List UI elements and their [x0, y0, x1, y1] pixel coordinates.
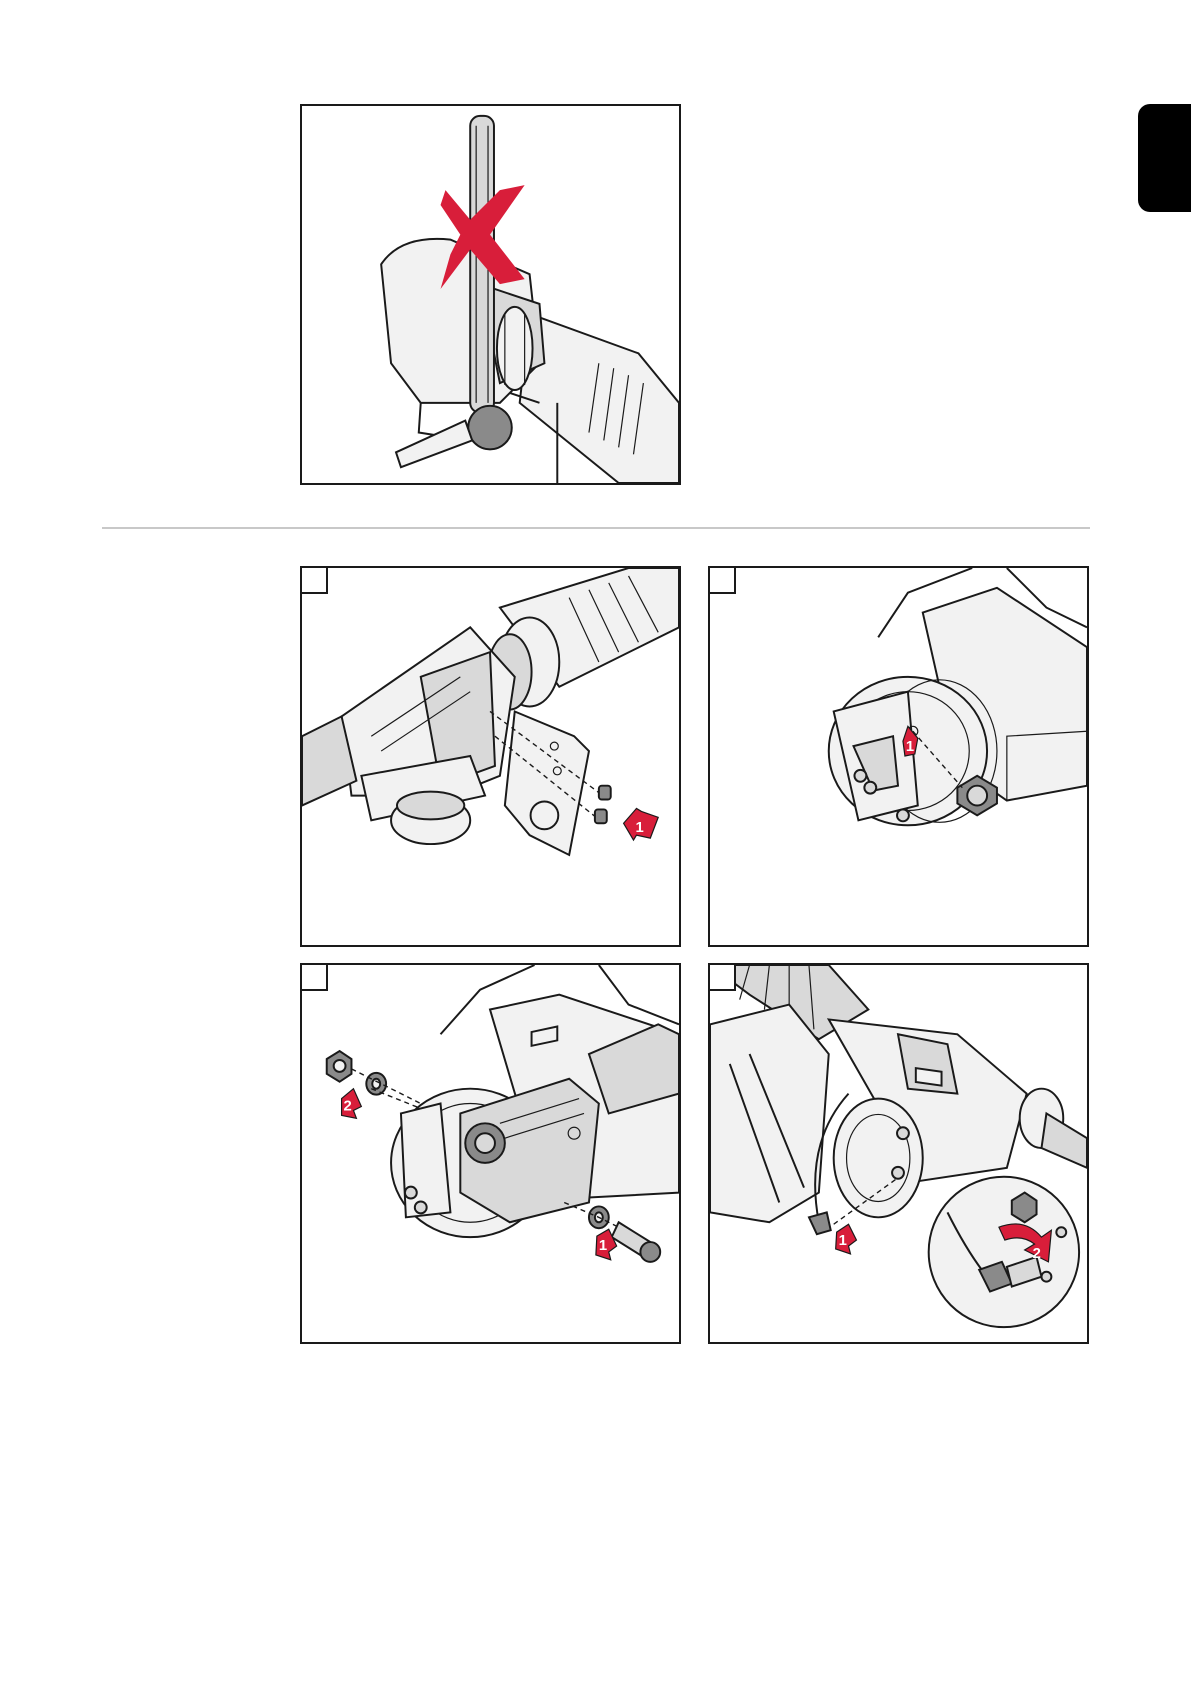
step-number-box: [710, 568, 736, 594]
svg-text:1: 1: [599, 1238, 607, 1254]
illustration-incorrect-wrench: [302, 106, 679, 483]
section-divider: [102, 527, 1090, 529]
page-section-tab: [1138, 104, 1191, 212]
svg-text:1: 1: [906, 739, 914, 755]
detail-inset: [929, 1177, 1079, 1327]
figure-incorrect-tool-use: [300, 104, 681, 485]
figure-step-4: 1 2: [708, 963, 1089, 1344]
figure-step-1: 1: [300, 566, 681, 947]
illustration-attach-torch: 2 1: [302, 965, 679, 1342]
step-arrow-1: 1: [836, 1224, 857, 1254]
illustration-connect-cable: 1 2: [710, 965, 1087, 1342]
figure-step-2: 1: [708, 566, 1089, 947]
illustration-mount-knob: 1: [710, 568, 1087, 945]
svg-text:1: 1: [839, 1233, 847, 1249]
svg-text:1: 1: [635, 820, 643, 836]
step-number-box: [302, 568, 328, 594]
step-arrow-1: 1: [624, 808, 659, 840]
svg-text:2: 2: [1033, 1246, 1041, 1262]
illustration-mount-bracket: 1: [302, 568, 679, 945]
svg-text:2: 2: [344, 1098, 352, 1114]
step-arrow-2: 2: [342, 1089, 362, 1119]
figure-step-3: 2 1: [300, 963, 681, 1344]
step-number-box: [302, 965, 328, 991]
step-number-box: [710, 965, 736, 991]
